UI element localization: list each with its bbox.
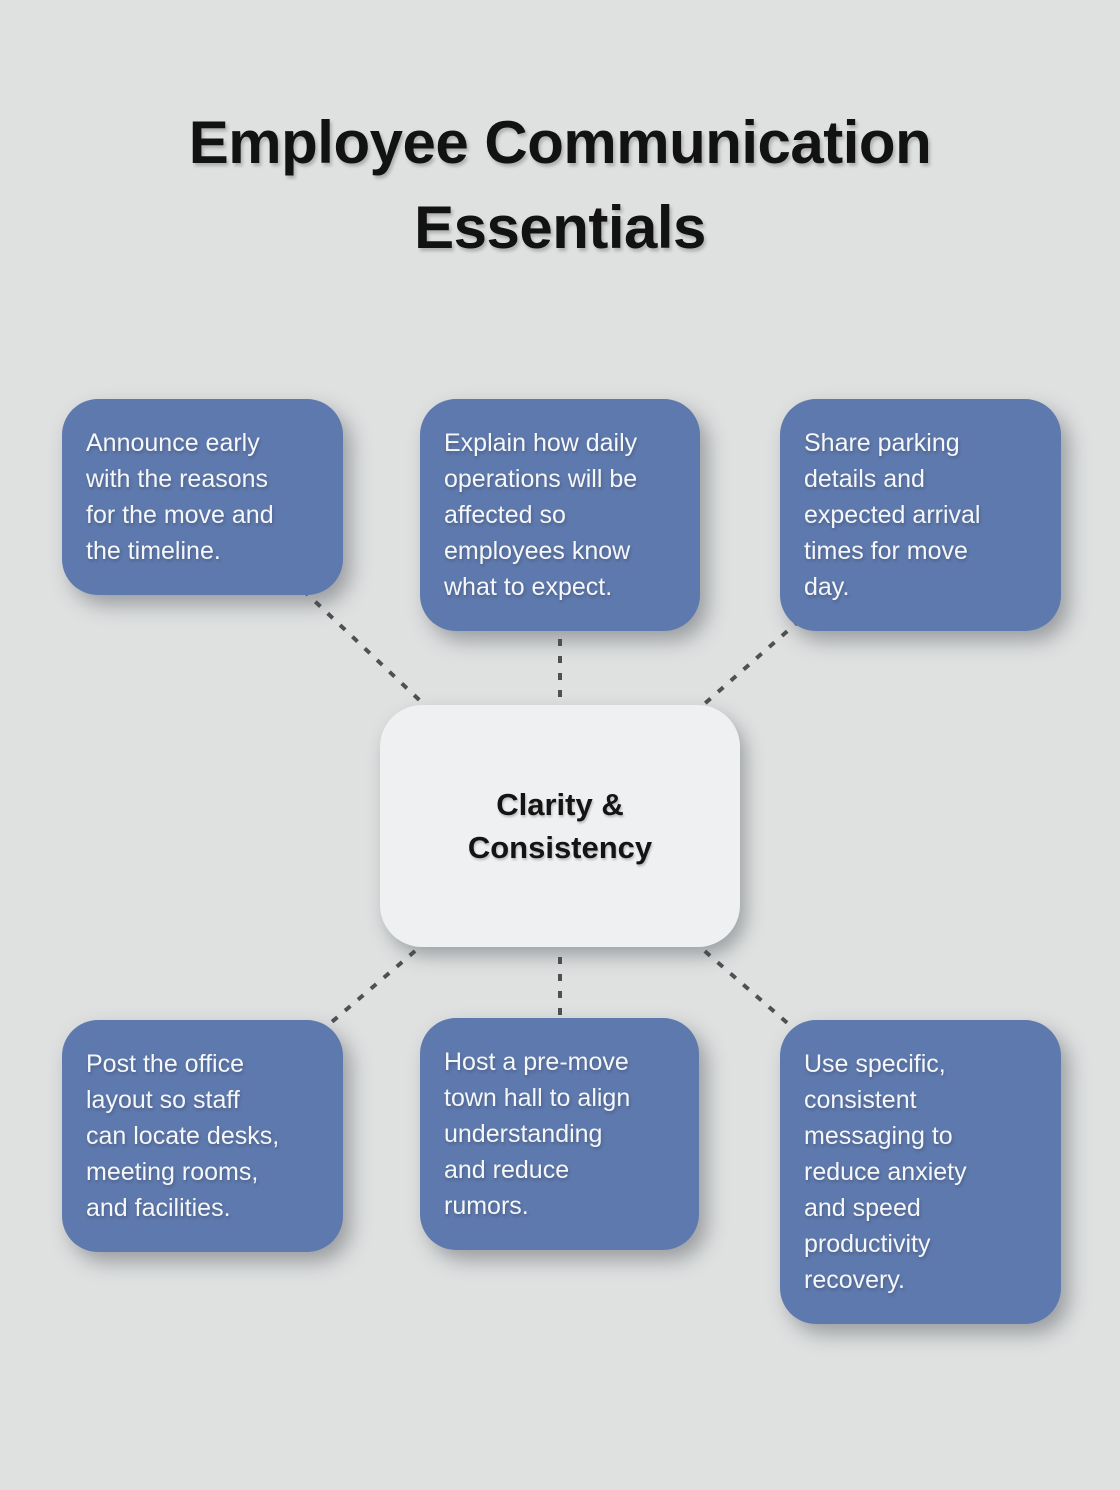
node-announce-early: Announce early with the reasons for the … xyxy=(62,399,343,595)
connector-top-right-line xyxy=(692,618,802,715)
node-consistent-messaging-text: Use specific, consistent messaging to re… xyxy=(804,1050,967,1294)
node-explain-operations: Explain how daily operations will be aff… xyxy=(420,399,700,631)
node-post-office-layout: Post the office layout so staff can loca… xyxy=(62,1020,343,1252)
node-explain-operations-text: Explain how daily operations will be aff… xyxy=(444,429,638,601)
connector-bottom-right-line xyxy=(690,938,802,1036)
node-share-parking: Share parking details and expected arriv… xyxy=(780,399,1061,631)
center-node: Clarity & Consistency xyxy=(380,705,740,947)
node-consistent-messaging: Use specific, consistent messaging to re… xyxy=(780,1020,1061,1324)
node-share-parking-text: Share parking details and expected arriv… xyxy=(804,429,981,601)
center-node-label: Clarity & Consistency xyxy=(467,787,653,865)
node-post-office-layout-text: Post the office layout so staff can loca… xyxy=(86,1050,280,1222)
page-title: Employee Communication Essentials xyxy=(188,109,932,261)
node-pre-move-town-hall-text: Host a pre-move town hall to align under… xyxy=(444,1048,631,1220)
connector-top-left-line xyxy=(301,588,434,714)
node-announce-early-text: Announce early with the reasons for the … xyxy=(86,429,274,565)
connector-bottom-left-line xyxy=(318,938,430,1034)
node-pre-move-town-hall: Host a pre-move town hall to align under… xyxy=(420,1018,699,1250)
